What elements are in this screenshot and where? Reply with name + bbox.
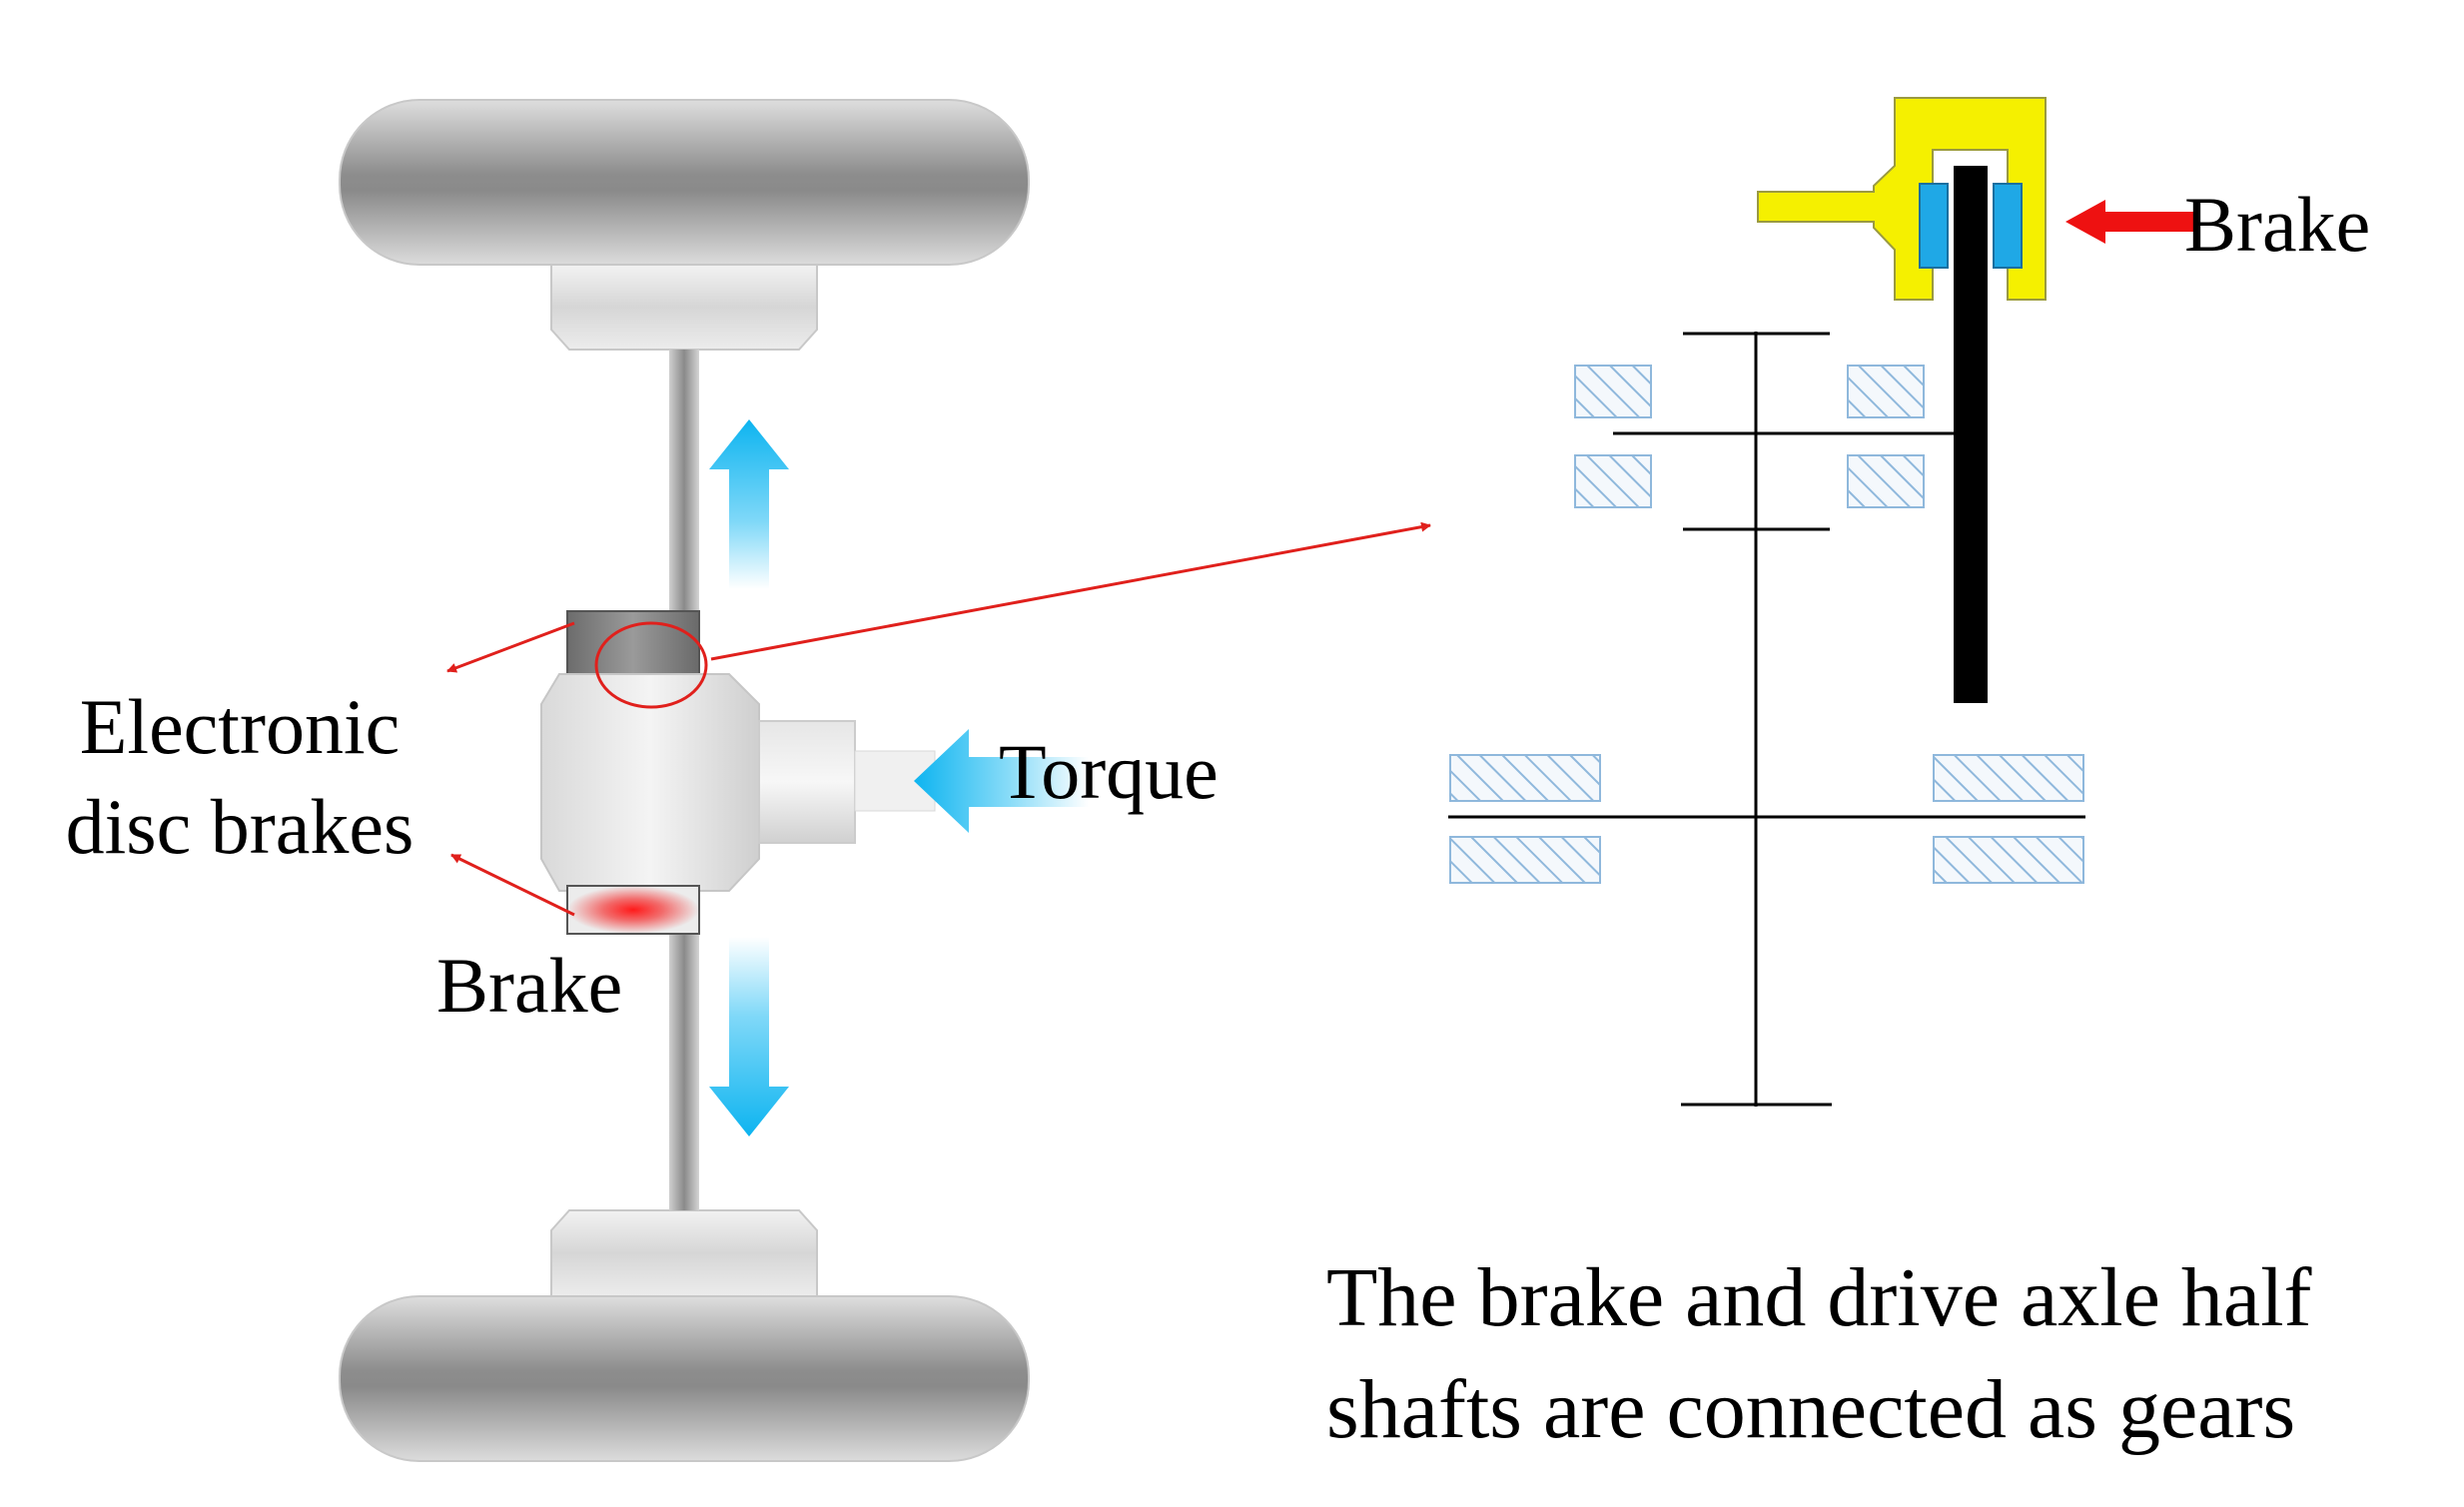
lower-disc-brake-active <box>566 885 700 935</box>
brake-right-label: Brake <box>2184 181 2371 268</box>
torque-label: Torque <box>999 728 1219 815</box>
upper-disc-brake <box>566 610 700 682</box>
electronic-disc-brakes-label: Electronic disc brakes <box>65 683 414 870</box>
zoom-highlight-circle <box>594 621 708 709</box>
bearing-upper-left-a <box>1574 365 1652 418</box>
bearing-lower-left-b <box>1449 836 1601 884</box>
bearing-lower-right-a <box>1933 754 2084 802</box>
bottom-hub <box>550 1209 818 1297</box>
bearing-lower-right-b <box>1933 836 2084 884</box>
torque-input-arrow <box>914 729 1089 833</box>
right-brake-pad <box>1993 183 2023 269</box>
left-brake-pad <box>1919 183 1949 269</box>
brake-caliper <box>1757 97 2047 301</box>
upper-half-shaft <box>669 350 699 614</box>
lower-half-shaft <box>669 934 699 1210</box>
caliper-assembly <box>1757 97 2047 703</box>
top-wheel <box>339 99 1030 351</box>
downward-torque-arrow <box>709 937 789 1136</box>
bottom-wheel <box>339 1209 1030 1462</box>
brake-disc <box>1954 166 1988 703</box>
bearing-upper-right-b <box>1847 454 1925 508</box>
brake-force-arrow <box>2065 200 2194 244</box>
bearing-lower-left-a <box>1449 754 1601 802</box>
caption: The brake and drive axle half shafts are… <box>1326 1251 2312 1456</box>
differential-housing <box>540 673 760 892</box>
upward-torque-arrow <box>709 419 789 589</box>
annotation-arrow-lower-brake <box>450 853 575 917</box>
brake-left-label: Brake <box>436 942 623 1029</box>
bottom-tire <box>339 1295 1030 1462</box>
top-tire <box>339 99 1030 266</box>
top-hub <box>550 264 818 351</box>
input-shaft-housing <box>758 720 856 844</box>
bearing-upper-left-b <box>1574 454 1652 508</box>
zoom-connector-arrow <box>710 521 1431 661</box>
bearing-upper-right-a <box>1847 365 1925 418</box>
annotation-arrow-upper-brake <box>446 621 575 673</box>
